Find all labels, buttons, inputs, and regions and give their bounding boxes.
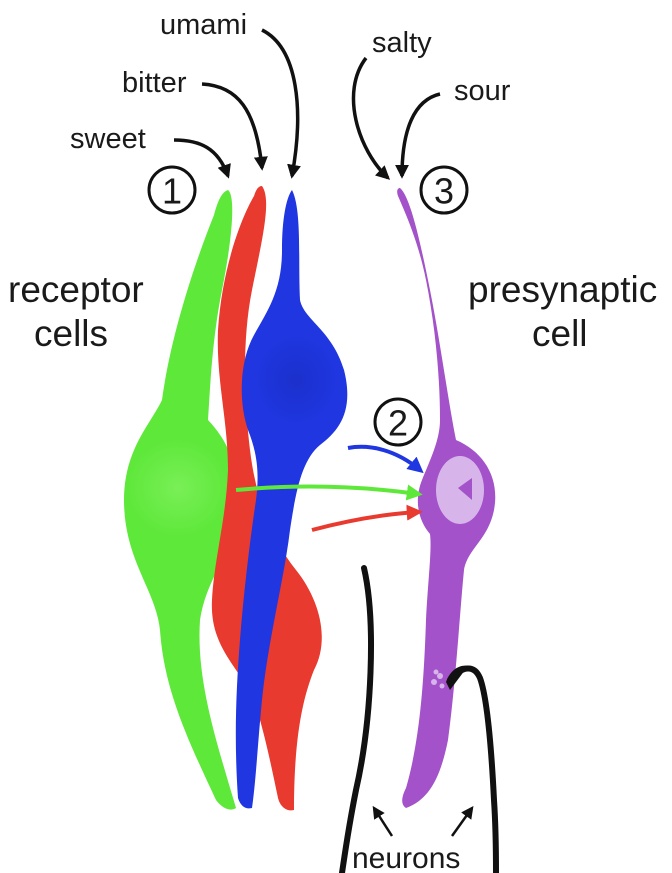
label-cells: cells bbox=[34, 313, 108, 354]
neurons-left-arrow bbox=[374, 808, 392, 836]
step-2-number: 2 bbox=[388, 403, 408, 444]
sour-arrow bbox=[402, 94, 440, 176]
step-3-number: 3 bbox=[434, 171, 454, 212]
red-signal-arrow bbox=[312, 512, 418, 530]
label-sour: sour bbox=[454, 75, 511, 107]
umami-cell-nucleus bbox=[256, 336, 336, 424]
salty-arrow bbox=[353, 58, 388, 178]
step-1-number: 1 bbox=[162, 171, 182, 212]
blue-signal-arrow bbox=[348, 447, 420, 470]
presynaptic-cell-nucleus bbox=[436, 456, 484, 524]
neuron-left bbox=[342, 568, 371, 873]
sweet-cell-nucleus bbox=[126, 438, 230, 538]
label-receptor: receptor bbox=[8, 269, 144, 310]
label-bitter: bitter bbox=[122, 67, 187, 99]
label-presynaptic: presynaptic bbox=[468, 269, 657, 310]
bitter-arrow bbox=[202, 84, 262, 168]
label-cell: cell bbox=[532, 313, 588, 354]
step-2-marker: 2 bbox=[375, 399, 421, 445]
umami-arrow bbox=[262, 30, 298, 176]
step-1-marker: 1 bbox=[149, 167, 195, 213]
label-neurons: neurons bbox=[352, 842, 460, 873]
label-salty: salty bbox=[372, 27, 432, 59]
step-3-marker: 3 bbox=[421, 167, 467, 213]
label-sweet: sweet bbox=[70, 123, 146, 155]
label-umami: umami bbox=[160, 9, 247, 41]
neurons-right-arrow bbox=[452, 808, 472, 836]
